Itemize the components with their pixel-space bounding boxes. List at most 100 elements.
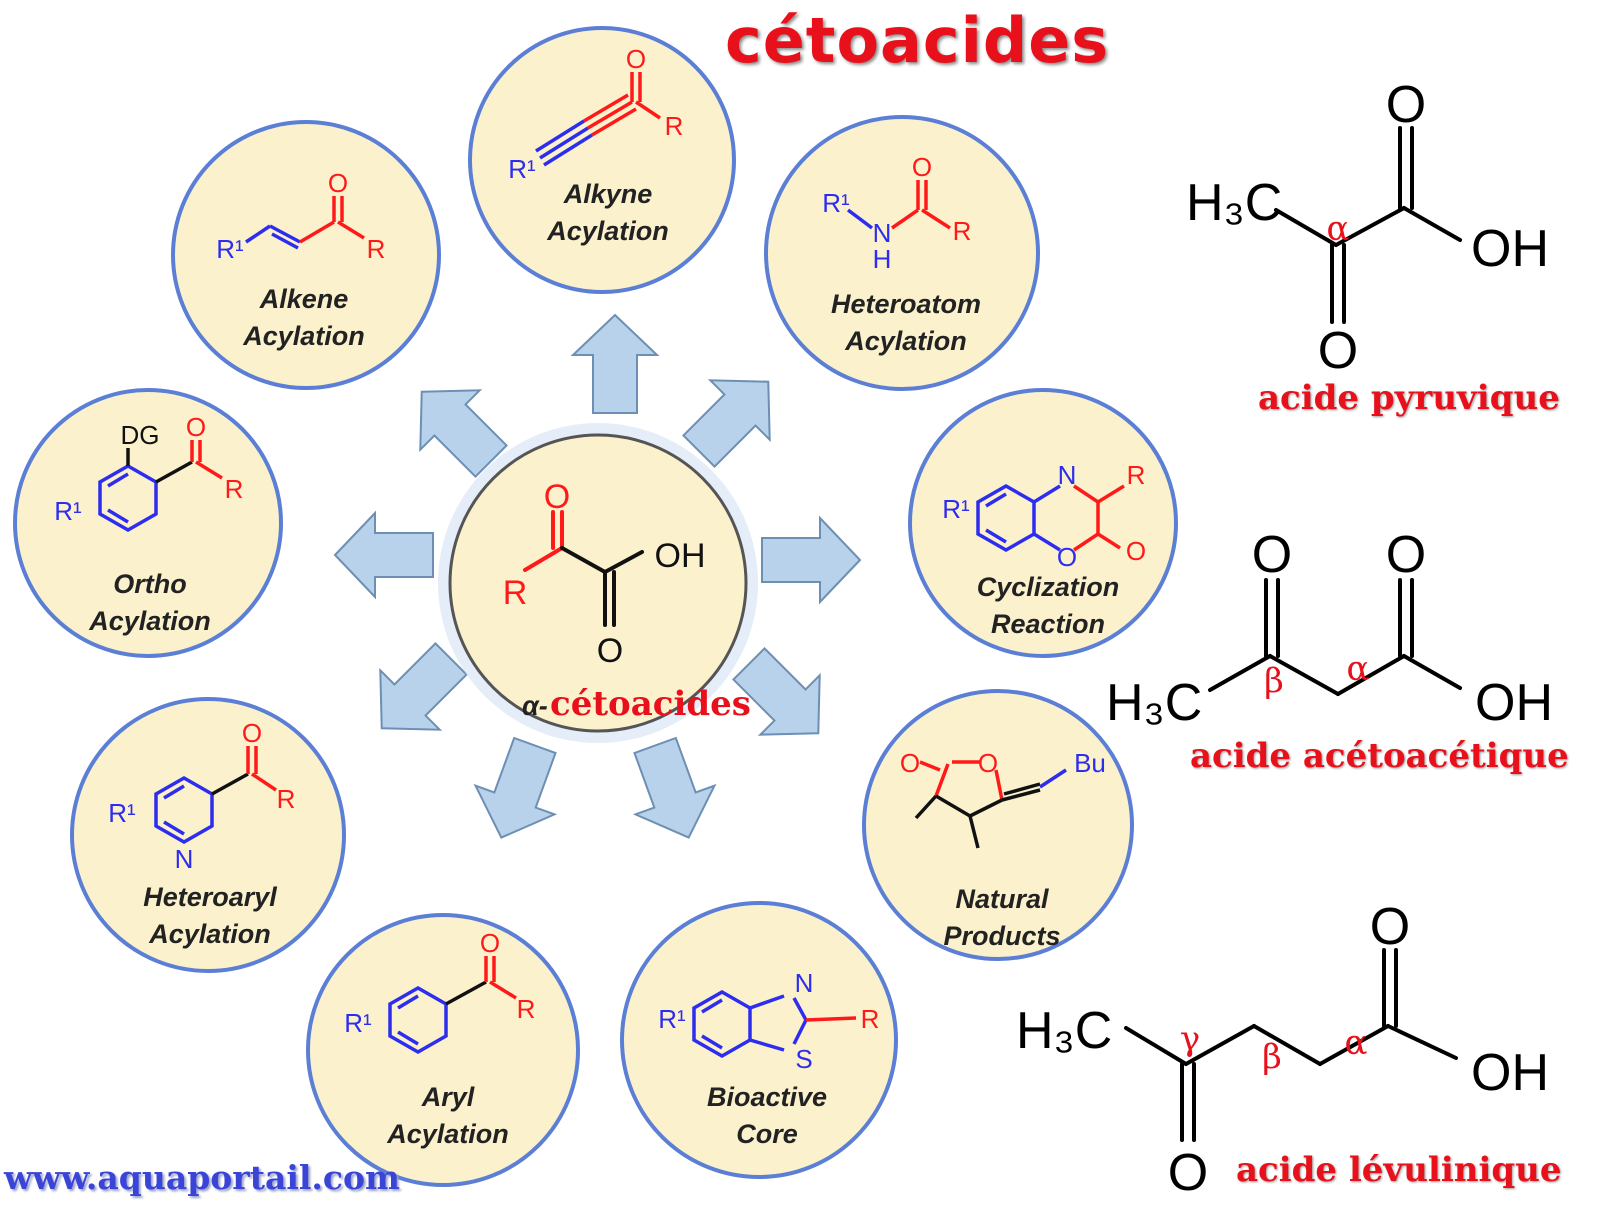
caption-line2: Acylation [386,1119,509,1149]
center-label: cétoacides [550,684,751,724]
atom-r: R [367,234,386,264]
atom-o: O [480,928,500,958]
caption-line1: Bioactive [707,1082,827,1112]
label-acetoacetique: acide acétoacétique [1190,736,1569,776]
node-heteroatom: O R¹ N H R Heteroatom Acylation [764,115,1040,391]
h3c-label: H₃C [1106,674,1202,732]
h3c-label: H₃C [1016,1002,1112,1060]
arrow-right [761,515,862,605]
atom-o-carbonyl: O [1126,536,1146,566]
atom-bu: Bu [1074,748,1106,778]
atom-o: O [912,152,932,182]
atom-r: R [861,1004,880,1034]
atom-r: R [225,474,244,504]
caption-line2: Acylation [844,326,967,356]
arrows [333,313,862,839]
arrow-down-right [732,647,821,736]
molecule-pyruvique: H₃C OH O O α [1186,76,1549,380]
center-atom-r: R [503,574,528,612]
greek-beta: β [1264,661,1284,701]
atom-o: O [328,168,348,198]
h3c-label: H₃C [1186,174,1282,232]
caption-line1: Cyclization [977,572,1120,602]
o-carboxyl: O [1386,76,1426,134]
atom-r1: R¹ [658,1004,686,1034]
o-ketone: O [1168,1144,1208,1200]
o-ketone: O [1318,322,1358,380]
greek-gamma: γ [1180,1019,1200,1059]
arrow-down-left-2 [379,642,468,731]
node-ortho: DG O R R¹ Ortho Acylation [13,388,283,658]
footer-url[interactable]: www.aquaportail.com [4,1158,400,1197]
node-aryl: O R R¹ Aryl Acylation [306,913,580,1187]
node-alkene: O R R¹ Alkene Acylation [171,120,441,390]
center-prefix: α- [522,691,548,721]
atom-r1: R¹ [54,496,82,526]
caption-line2: Reaction [991,609,1105,639]
molecule-acetoacetique: H₃C OH O O β α [1106,526,1553,732]
atom-r: R [517,994,536,1024]
atom-r1: R¹ [216,234,244,264]
page-title: cétoacides [725,4,1110,77]
o-ketone: O [1252,526,1292,584]
atom-n: N [1058,460,1077,490]
atom-o: O [242,718,262,748]
label-levulinique: acide lévulinique [1236,1150,1562,1190]
caption-line2: Acylation [242,321,365,351]
greek-alpha: α [1327,209,1350,249]
node-alkyne: O R R¹ Alkyne Acylation [468,26,736,294]
caption-line2: Products [943,921,1060,951]
center-atom-oh: OH [655,537,706,575]
atom-dg: DG [121,420,160,450]
caption-line2: Acylation [546,216,669,246]
arrow-up [570,313,660,414]
oh-label: OH [1475,674,1553,732]
arrow-up-left [419,389,508,478]
oh-label: OH [1471,1044,1549,1102]
atom-r1: R¹ [508,154,536,184]
atom-o: O [1057,542,1077,572]
atom-r: R [665,111,684,141]
caption-line2: Acylation [148,919,271,949]
caption-line1: Natural [955,884,1049,914]
atom-o-carbonyl: O [900,748,920,778]
atom-o-ring: O [978,748,998,778]
oh-label: OH [1471,220,1549,278]
arrow-down-left [473,736,558,839]
node-bioactive: N S R R¹ Bioactive Core [620,901,898,1179]
center-node: O R OH O α- cétoacides [438,423,758,743]
caption-line1: Alkene [259,284,349,314]
atom-r: R [953,216,972,246]
atom-n: N [795,968,814,998]
atom-s: S [795,1044,812,1074]
atom-r1: R¹ [942,494,970,524]
atom-o: O [626,44,646,74]
caption-line1: Heteroaryl [143,882,277,912]
atom-r1: R¹ [108,798,136,828]
arrow-down-right-2 [632,736,717,839]
label-pyruvique: acide pyruvique [1258,378,1560,418]
o-carboxyl: O [1370,898,1410,956]
atom-r1: R¹ [822,188,850,218]
atom-n: N [175,844,194,874]
caption-line2: Acylation [88,606,211,636]
caption-line1: Alkyne [563,179,653,209]
center-atom-o-bottom: O [597,632,623,670]
caption-line1: Heteroatom [831,289,981,319]
node-heteroaryl: O R N R¹ Heteroaryl Acylation [70,697,346,973]
center-atom-o-top: O [544,478,570,516]
greek-alpha: α [1347,649,1370,689]
atom-n: N [873,218,892,248]
arrow-up-right [682,379,771,468]
atom-o: O [186,412,206,442]
caption-line1: Ortho [113,569,187,599]
caption-line1: Aryl [421,1082,475,1112]
greek-beta: β [1262,1037,1282,1077]
node-natural: O O Bu Natural Products [862,689,1134,961]
atom-r: R [1127,460,1146,490]
caption-line2: Core [736,1119,798,1149]
atom-r: R [277,784,296,814]
atom-r1: R¹ [344,1008,372,1038]
